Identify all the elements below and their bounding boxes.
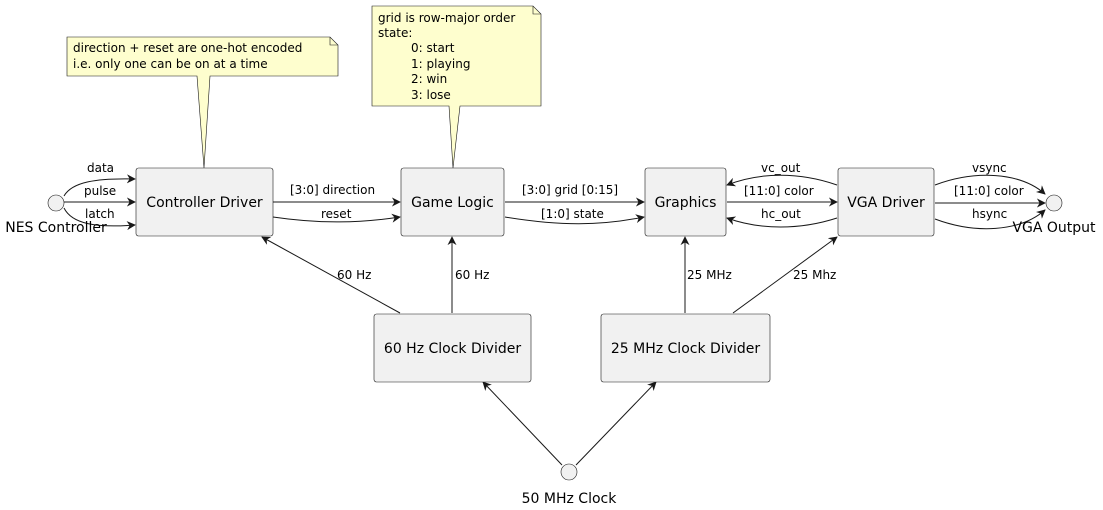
label-state: [1:0] state <box>541 207 604 221</box>
edge-vsync <box>934 174 1046 195</box>
interface-50mhz-clock-label: 50 MHz Clock <box>522 491 618 507</box>
label-vc-out: vc_out <box>761 161 801 175</box>
note-game-line-1: grid is row-major order <box>378 11 515 25</box>
label-pulse: pulse <box>84 184 116 198</box>
interface-vga-output: VGA Output <box>1012 194 1096 236</box>
label-vga-color: [11:0] color <box>954 184 1024 198</box>
edge-hc-out <box>726 216 838 228</box>
edge-60hz-controller <box>261 236 401 314</box>
edge-data <box>63 174 136 197</box>
label-latch: latch <box>85 207 115 221</box>
note-game: grid is row-major order state: 0: start … <box>371 5 542 169</box>
interface-50mhz-clock: 50 MHz Clock <box>522 463 618 507</box>
note-game-line-2: state: <box>378 26 412 40</box>
label-25mhz-vga: 25 Mhz <box>793 268 836 282</box>
label-60hz-controller: 60 Hz <box>337 268 371 282</box>
note-game-line-3: 0: start <box>411 41 455 55</box>
node-vga-driver: VGA Driver <box>837 167 935 237</box>
label-60hz-game: 60 Hz <box>455 268 489 282</box>
node-game-logic-label: Game Logic <box>411 195 494 211</box>
label-color: [11:0] color <box>744 184 814 198</box>
label-hc-out: hc_out <box>761 207 801 221</box>
node-25mhz-clock-divider-label: 25 MHz Clock Divider <box>611 341 761 357</box>
note-controller: direction + reset are one-hot encoded i.… <box>66 36 339 169</box>
node-controller-driver-label: Controller Driver <box>146 195 263 211</box>
node-60hz-clock-divider-label: 60 Hz Clock Divider <box>384 341 521 357</box>
note-game-line-5: 2: win <box>411 72 447 86</box>
label-grid: [3:0] grid [0:15] <box>522 183 618 197</box>
label-vsync: vsync <box>972 161 1007 175</box>
edge-vc-out <box>726 174 838 187</box>
label-reset: reset <box>321 207 352 221</box>
interface-vga-output-label: VGA Output <box>1012 220 1096 236</box>
label-25mhz-graphics: 25 MHz <box>687 268 732 282</box>
note-game-line-4: 1: playing <box>411 57 470 71</box>
interface-nes-controller: NES Controller <box>5 194 107 236</box>
note-controller-line-2: i.e. only one can be on at a time <box>73 57 268 71</box>
note-controller-line-1: direction + reset are one-hot encoded <box>73 41 302 55</box>
node-vga-driver-label: VGA Driver <box>847 195 925 211</box>
label-hsync: hsync <box>972 207 1007 221</box>
edge-50mhz-25mhz <box>575 381 657 466</box>
edge-state <box>504 214 645 225</box>
node-25mhz-clock-divider: 25 MHz Clock Divider <box>600 313 771 383</box>
edge-latch <box>63 207 136 231</box>
edge-25mhz-vga <box>732 236 838 314</box>
edge-reset <box>272 213 401 223</box>
edge-50mhz-60hz <box>482 381 563 466</box>
edge-hsync <box>934 209 1046 230</box>
interface-nes-controller-label: NES Controller <box>5 220 107 236</box>
label-data: data <box>87 161 114 175</box>
node-graphics-label: Graphics <box>655 195 717 211</box>
node-controller-driver: Controller Driver <box>135 167 274 237</box>
node-graphics: Graphics <box>644 167 727 237</box>
note-game-line-6: 3: lose <box>411 88 451 102</box>
node-60hz-clock-divider: 60 Hz Clock Divider <box>373 313 532 383</box>
label-direction: [3:0] direction <box>290 183 375 197</box>
node-game-logic: Game Logic <box>400 167 505 237</box>
